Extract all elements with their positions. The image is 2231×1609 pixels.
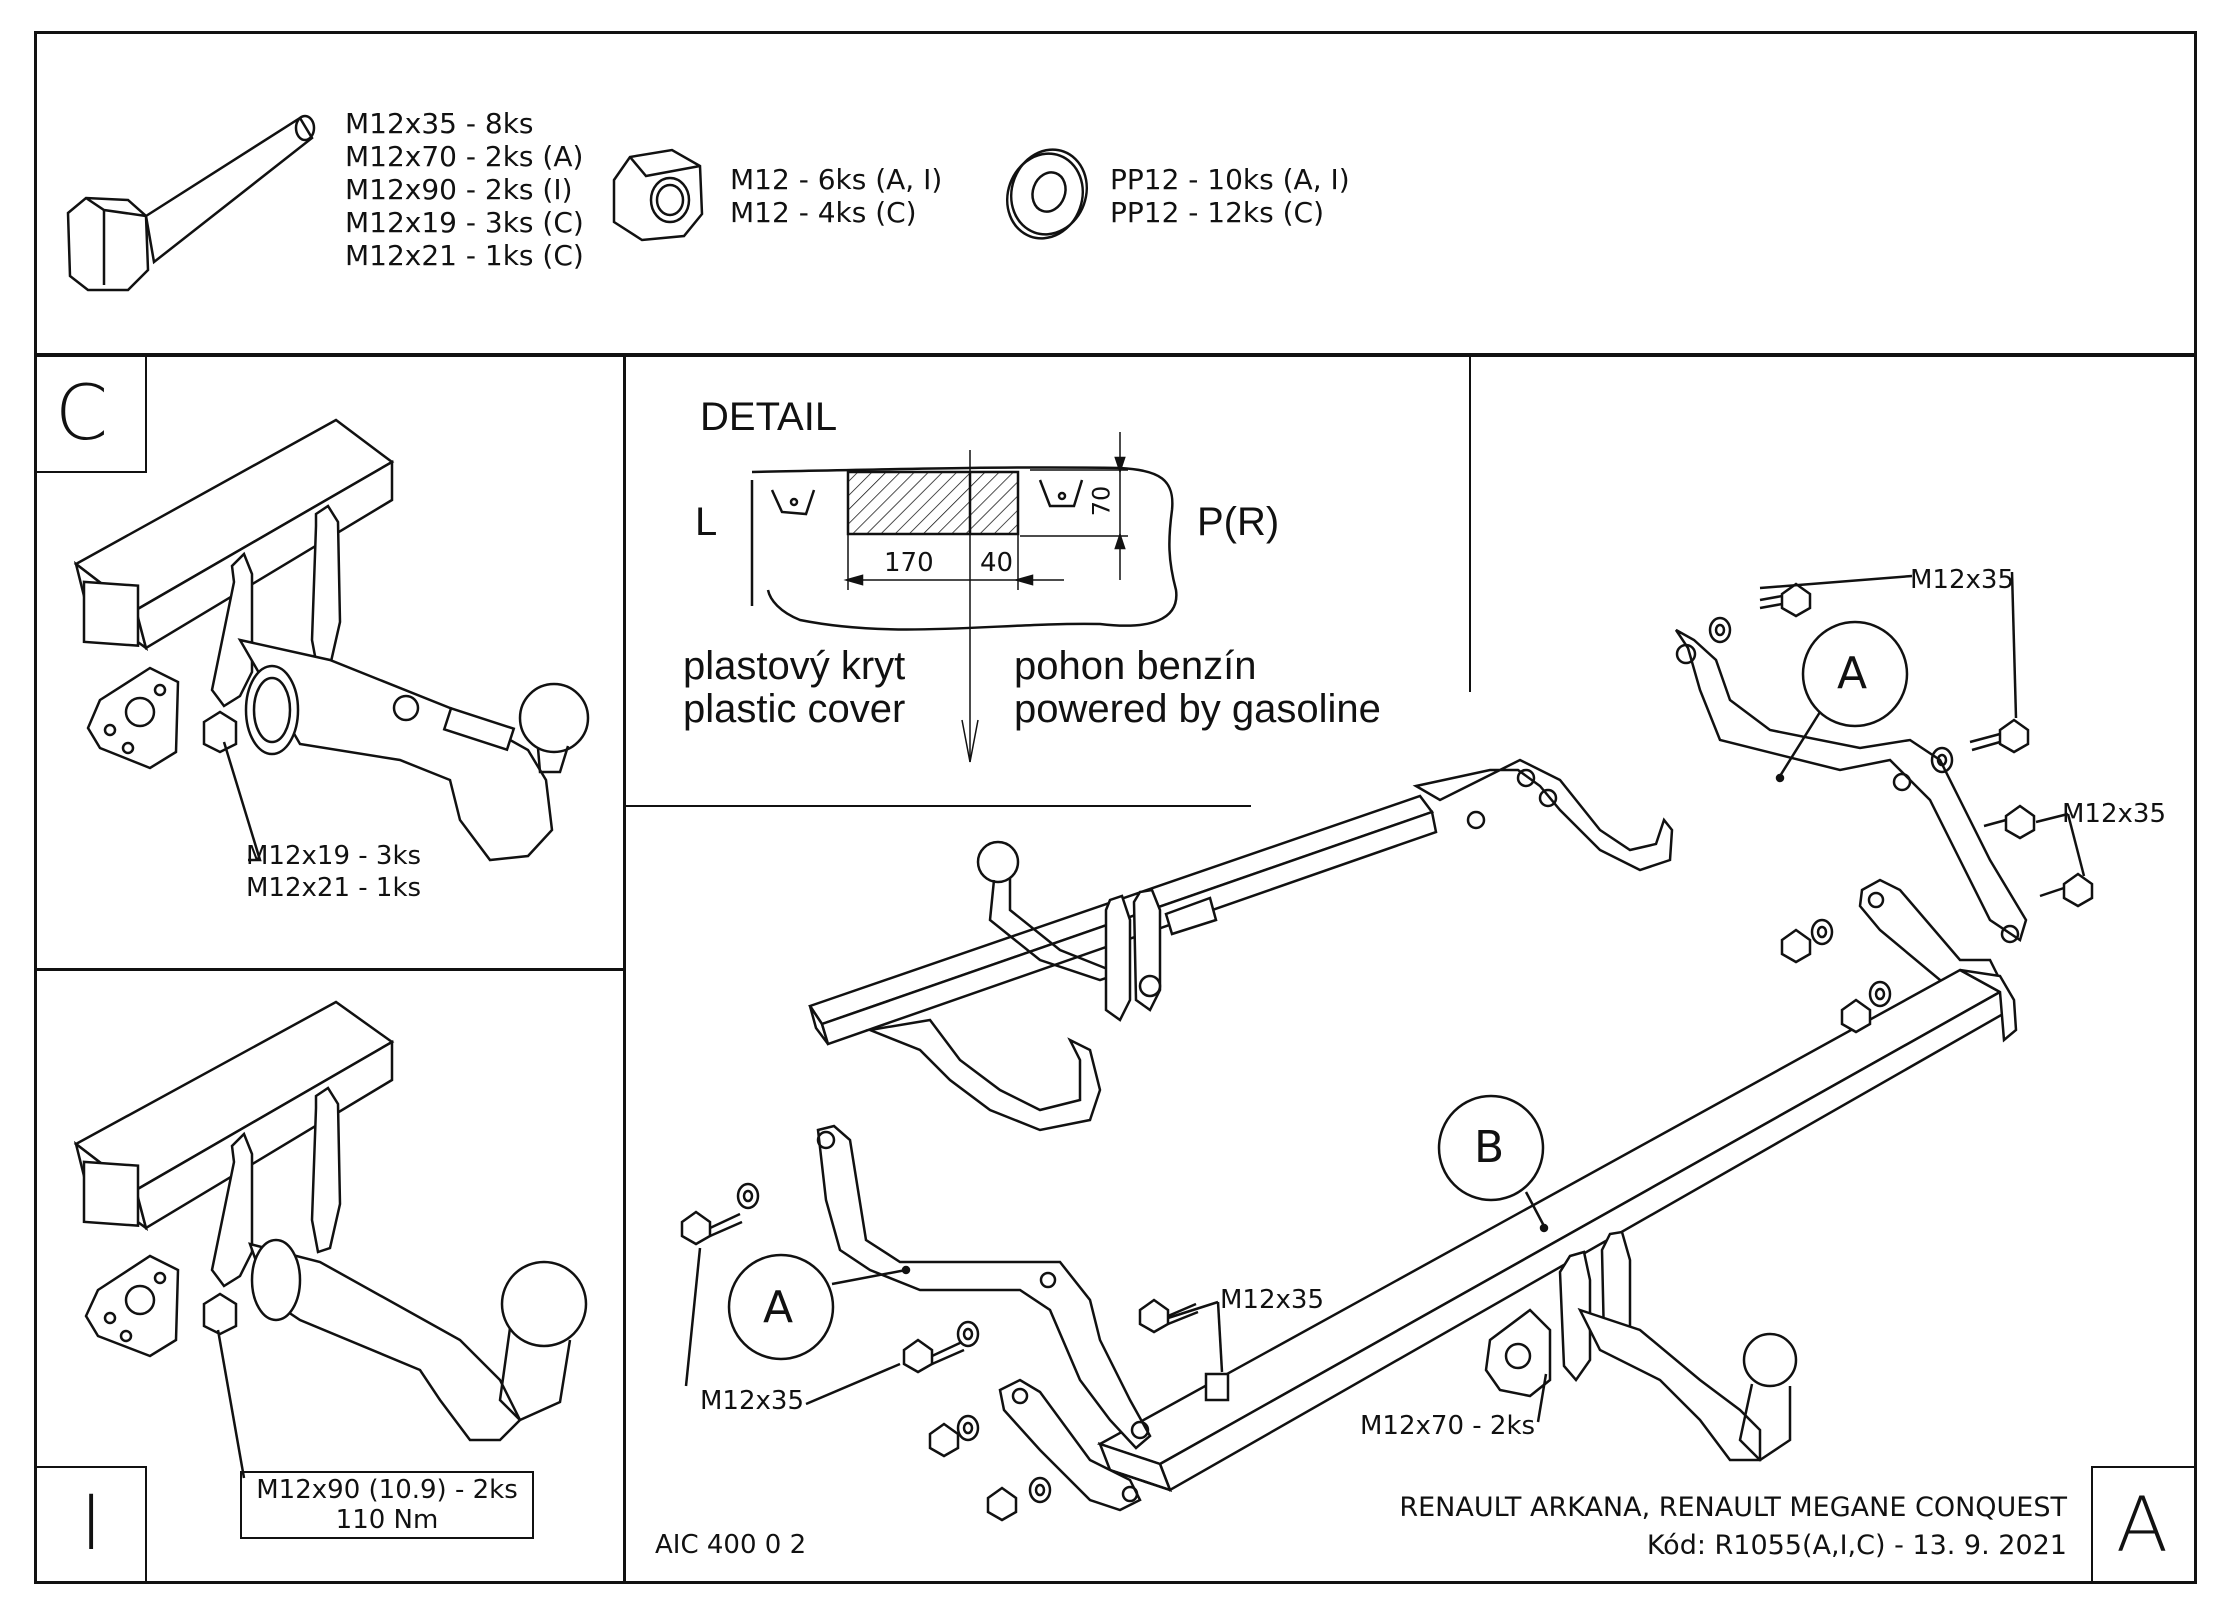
washer-line: PP12 - 12ks (C) — [1110, 196, 1325, 229]
panel-i-callout-line: M12x90 (10.9) - 2ks — [256, 1475, 518, 1505]
part-a-label-left: A — [763, 1282, 794, 1333]
part-a-circle-left — [729, 1255, 833, 1359]
bolt-icon — [904, 1340, 964, 1372]
hex-nut-icon — [614, 150, 702, 240]
bolt-line: M12x21 - 1ks (C) — [345, 239, 584, 272]
hex-bolt-icon — [68, 116, 314, 290]
panel-c-letter: C — [55, 368, 109, 457]
part-a-circle-top — [1803, 622, 1907, 726]
bolt-icon — [682, 1212, 742, 1244]
bolt-line: M12x19 - 3ks (C) — [345, 206, 584, 239]
detail-right-caption: pohon benzín powered by gasoline — [1014, 645, 1381, 731]
panel-c-callout-line: M12x21 - 1ks — [246, 873, 422, 903]
callout-m12x35-left: M12x35 — [700, 1386, 804, 1416]
detail-dim-left: 170 — [884, 548, 934, 578]
detail-right-marker: P(R) — [1197, 500, 1280, 544]
bolt-line: M12x35 - 8ks — [345, 107, 534, 140]
part-b-label: B — [1474, 1122, 1505, 1173]
part-a-label-top: A — [1837, 648, 1868, 699]
panel-c-callout-line: M12x19 - 3ks — [246, 841, 422, 871]
variant-letter: A — [2116, 1480, 2168, 1569]
panel-i-callout-box: M12x90 (10.9) - 2ks 110 Nm — [240, 1471, 534, 1539]
vehicle-title: RENAULT ARKANA, RENAULT MEGANE CONQUEST — [1399, 1492, 2067, 1523]
bolt-line: M12x90 - 2ks (I) — [345, 173, 573, 206]
panel-c-letter-box — [34, 355, 147, 473]
variant-box — [2091, 1466, 2197, 1584]
callout-m12x35-top: M12x35 — [1910, 565, 2014, 595]
callout-m12x35-right: M12x35 — [2062, 799, 2166, 829]
panel-c-callout: M12x19 - 3ks M12x21 - 1ks — [246, 840, 421, 904]
part-b-circle — [1439, 1096, 1543, 1200]
washer-line: PP12 - 10ks (A, I) — [1110, 163, 1350, 196]
washer-icon — [738, 1184, 758, 1208]
nut-line: M12 - 4ks (C) — [730, 196, 917, 229]
bolt-line: M12x70 - 2ks (A) — [345, 140, 584, 173]
detail-right-caption-line: pohon benzín — [1014, 644, 1257, 688]
detail-title: DETAIL — [700, 395, 838, 439]
nut-list: M12 - 6ks (A, I) M12 - 4ks (C) — [730, 163, 942, 229]
c-i-divider — [34, 968, 625, 971]
bolt-list: M12x35 - 8ks M12x70 - 2ks (A) M12x90 - 2… — [345, 107, 584, 272]
detail-dim-right: 40 — [980, 548, 1014, 578]
washer-list: PP12 - 10ks (A, I) PP12 - 12ks (C) — [1110, 163, 1350, 229]
nut-line: M12 - 6ks (A, I) — [730, 163, 943, 196]
nut-icon — [930, 1424, 958, 1456]
callout-m12x35-mid: M12x35 — [1220, 1285, 1324, 1315]
detail-left-caption-line: plastový kryt — [683, 644, 906, 688]
detail-right-caption-line: powered by gasoline — [1014, 687, 1381, 731]
kod-line: Kód: R1055(A,I,C) - 13. 9. 2021 — [1646, 1530, 2067, 1561]
flat-washer-icon — [996, 139, 1099, 249]
detail-right-divider — [1469, 357, 1471, 692]
hardware-strip-divider — [34, 353, 2197, 357]
drawing-code: AIC 400 0 2 — [655, 1530, 807, 1560]
panel-i-letter: I — [80, 1478, 103, 1567]
callout-m12x70: M12x70 - 2ks — [1360, 1411, 1536, 1441]
detail-left-marker: L — [695, 500, 718, 544]
panel-i-callout-line: 110 Nm — [335, 1505, 439, 1535]
detail-left-caption: plastový kryt plastic cover — [683, 645, 905, 731]
detail-left-caption-line: plastic cover — [683, 687, 906, 731]
drawing-border — [34, 31, 2197, 1584]
detail-bottom-divider — [623, 805, 1251, 807]
panel-i-letter-box — [34, 1466, 147, 1584]
